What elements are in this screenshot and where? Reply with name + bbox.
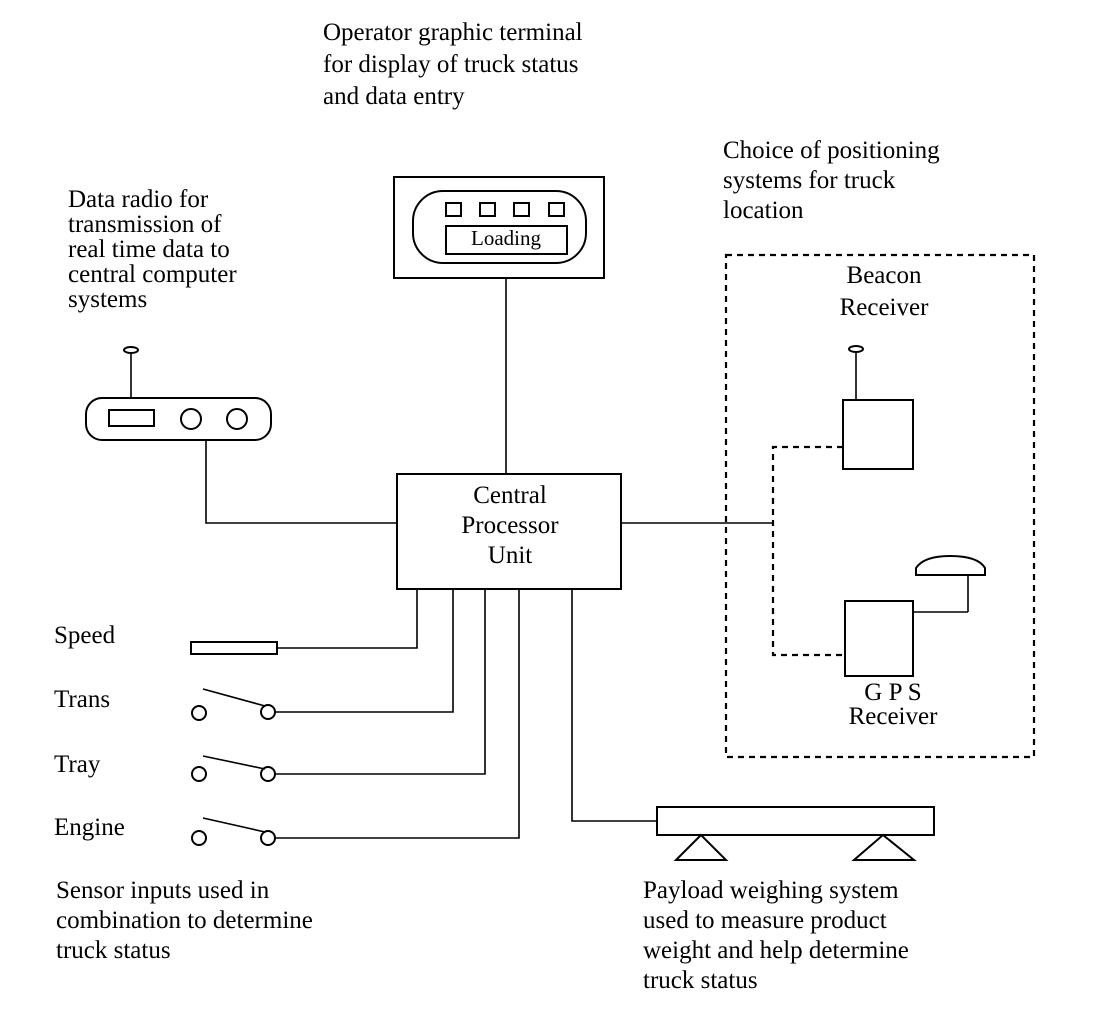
- engine-switch-contact: [260, 830, 276, 846]
- speed-to-cpu-line: [277, 589, 418, 649]
- terminal-caption-line-3: and data entry: [323, 83, 465, 110]
- receiver-dashed-link: [771, 445, 845, 657]
- terminal-key-2: [479, 202, 496, 217]
- terminal-caption-line-1: Operator graphic terminal: [323, 19, 583, 46]
- sensor-inputs: Speed Trans Tray Engine: [54, 622, 278, 846]
- terminal-key-1: [445, 202, 462, 217]
- gps-receiver-box: [844, 600, 914, 677]
- trans-switch-contact: [260, 704, 276, 720]
- engine-switch-pivot: [191, 830, 207, 846]
- sensor-label-engine: Engine: [54, 814, 125, 841]
- radio-caption-line-3: real time data to: [68, 236, 230, 263]
- data-radio: [85, 346, 272, 441]
- cpu-label-line-3: Unit: [488, 542, 533, 569]
- beacon-receiver-box: [842, 399, 914, 470]
- gps-label-line-2: Receiver: [849, 703, 939, 730]
- radio-antenna-tip: [123, 346, 139, 354]
- payload-support-right: [851, 833, 917, 861]
- cpu-box: [396, 473, 622, 590]
- payload-beam: [656, 806, 935, 836]
- radio-caption-line-2: transmission of: [68, 211, 222, 238]
- gps-antenna-dome: [915, 554, 986, 576]
- payload-caption: Payload weighing system used to measure …: [643, 877, 909, 994]
- sensor-caption: Sensor inputs used in combination to det…: [56, 877, 313, 964]
- engine-to-cpu-line: [269, 589, 520, 839]
- sensor-label-trans: Trans: [54, 686, 110, 713]
- engine-switch-blade: [202, 817, 266, 833]
- trans-switch-pivot: [191, 705, 207, 721]
- payload-caption-line-4: truck status: [643, 967, 758, 994]
- payload-weighing-system: [656, 806, 935, 861]
- positioning-caption: Choice of positioning systems for truck …: [723, 137, 940, 224]
- trans-switch-blade: [202, 688, 266, 707]
- beacon-receiver: Beacon Receiver: [840, 262, 930, 470]
- payload-support-left: [673, 833, 729, 861]
- radio-caption: Data radio for transmission of real time…: [68, 186, 237, 313]
- terminal-key-3: [513, 202, 530, 217]
- terminal-display-text: Loading: [471, 226, 541, 250]
- gps-label-line-1: G P S: [864, 679, 921, 706]
- tray-switch-contact: [260, 766, 276, 782]
- sensor-label-tray: Tray: [54, 751, 101, 778]
- beacon-label-line-1: Beacon: [847, 262, 922, 289]
- radio-display: [108, 409, 155, 427]
- sensor-caption-line-1: Sensor inputs used in: [56, 877, 270, 904]
- terminal-display: [445, 225, 568, 255]
- radio-caption-line-5: systems: [68, 286, 147, 313]
- payload-caption-line-3: weight and help determine: [643, 937, 909, 964]
- sensor-caption-line-2: combination to determine: [56, 907, 313, 934]
- connections: [205, 278, 773, 839]
- trans-to-cpu-line: [269, 589, 454, 713]
- sensor-caption-line-3: truck status: [56, 937, 171, 964]
- terminal-key-4: [548, 202, 565, 217]
- central-processor-unit: Central Processor Unit: [396, 473, 622, 590]
- payload-to-cpu-line: [571, 589, 657, 822]
- sensor-label-speed: Speed: [54, 622, 116, 649]
- payload-caption-line-1: Payload weighing system: [643, 877, 899, 904]
- positioning-caption-line-3: location: [723, 197, 804, 224]
- payload-caption-line-2: used to measure product: [643, 907, 887, 934]
- beacon-antenna-tip: [848, 345, 864, 353]
- terminal-caption: Operator graphic terminal for display of…: [323, 19, 583, 110]
- beacon-label-line-2: Receiver: [840, 294, 930, 321]
- speed-sensor: [190, 641, 278, 655]
- tray-to-cpu-line: [269, 589, 486, 775]
- radio-knob-1: [180, 408, 202, 430]
- positioning-enclosure: [724, 253, 1036, 759]
- gps-receiver: G P S Receiver: [844, 554, 986, 730]
- radio-to-cpu-line: [205, 440, 397, 524]
- cpu-label-line-1: Central: [473, 482, 547, 509]
- terminal-caption-line-2: for display of truck status: [323, 51, 579, 78]
- tray-switch-blade: [202, 755, 266, 770]
- tray-switch-pivot: [191, 766, 207, 782]
- radio-caption-line-1: Data radio for: [68, 186, 209, 213]
- operator-terminal: Loading: [393, 176, 605, 279]
- radio-body: [85, 397, 272, 441]
- positioning-caption-line-2: systems for truck: [723, 167, 896, 194]
- radio-knob-2: [226, 408, 248, 430]
- radio-caption-line-4: central computer: [68, 261, 237, 288]
- cpu-label-line-2: Processor: [461, 512, 559, 539]
- positioning-caption-line-1: Choice of positioning: [723, 137, 940, 164]
